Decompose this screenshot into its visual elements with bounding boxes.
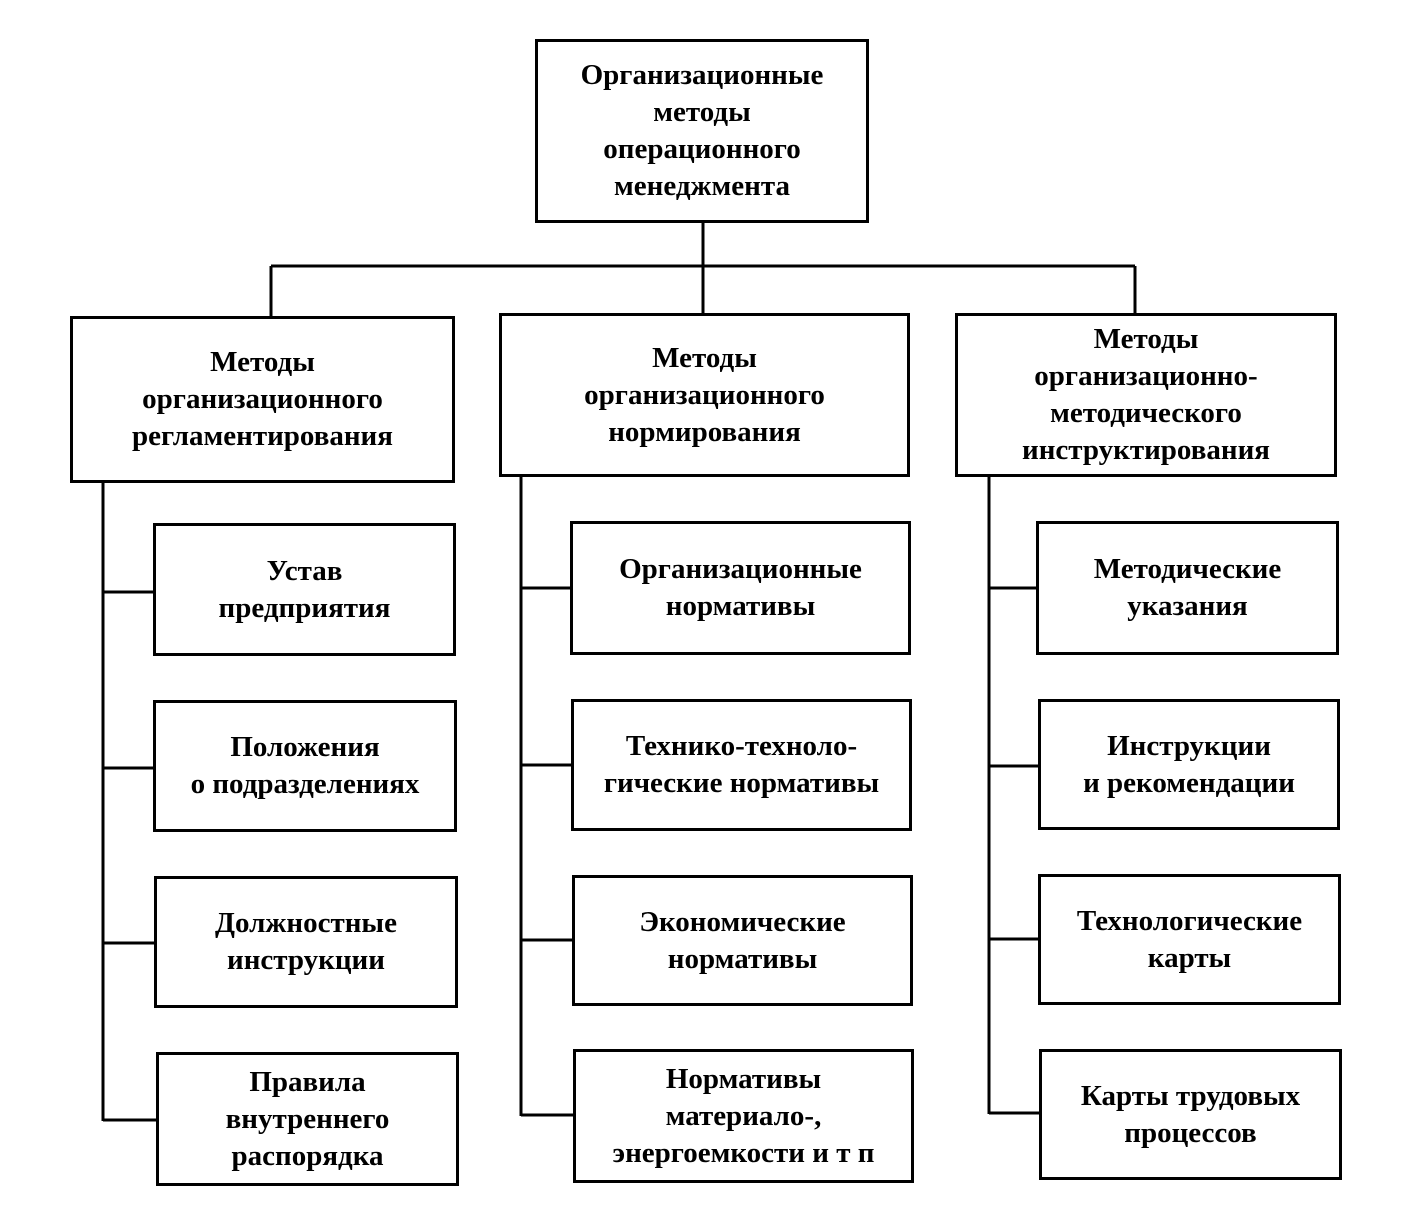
item-label: Карты трудовых процессов [1080,1079,1301,1149]
item-charter-box: Устав предприятия [153,523,456,656]
item-label: Положения о подразделениях [190,731,420,800]
item-economic-norms-box: Экономические нормативы [572,875,913,1006]
group-norming-box: Методы организационного нормирования [499,313,910,477]
item-instructions-recommendations-box: Инструкции и рекомендации [1038,699,1340,830]
item-methodical-guidelines-box: Методические указания [1036,521,1339,655]
item-label: Нормативы материало-, энергоемкости и т … [612,1062,875,1169]
group-regulation-box: Методы организационного регламентировани… [70,316,455,483]
root-label: Организационные методы операционного мен… [580,59,824,202]
group-regulation-label: Методы организационного регламентировани… [132,346,393,452]
group-instructing-label: Методы организационно- методического инс… [1022,323,1270,466]
root-box: Организационные методы операционного мен… [535,39,869,223]
item-labor-process-charts-box: Карты трудовых процессов [1039,1049,1342,1180]
item-label: Технологические карты [1076,904,1303,974]
item-internal-rules-box: Правила внутреннего распорядка [156,1052,459,1186]
item-department-regulations-box: Положения о подразделениях [153,700,457,832]
item-technological-charts-box: Технологические карты [1038,874,1341,1005]
item-label: Технико-техноло- гические нормативы [603,730,880,799]
item-label: Инструкции и рекомендации [1083,729,1295,799]
item-job-descriptions-box: Должностные инструкции [154,876,458,1008]
group-norming-label: Методы организационного нормирования [584,341,825,448]
item-label: Методические указания [1093,553,1282,622]
item-label: Правила внутреннего распорядка [225,1065,390,1172]
item-label: Экономические нормативы [639,905,846,975]
item-label: Должностные инструкции [215,907,397,976]
item-organizational-norms-box: Организационные нормативы [570,521,911,655]
item-material-energy-norms-box: Нормативы материало-, энергоемкости и т … [573,1049,914,1183]
item-label: Устав предприятия [218,554,391,624]
item-label: Организационные нормативы [619,553,862,622]
group-instructing-box: Методы организационно- методического инс… [955,313,1337,477]
item-technical-norms-box: Технико-техноло- гические нормативы [571,699,912,831]
